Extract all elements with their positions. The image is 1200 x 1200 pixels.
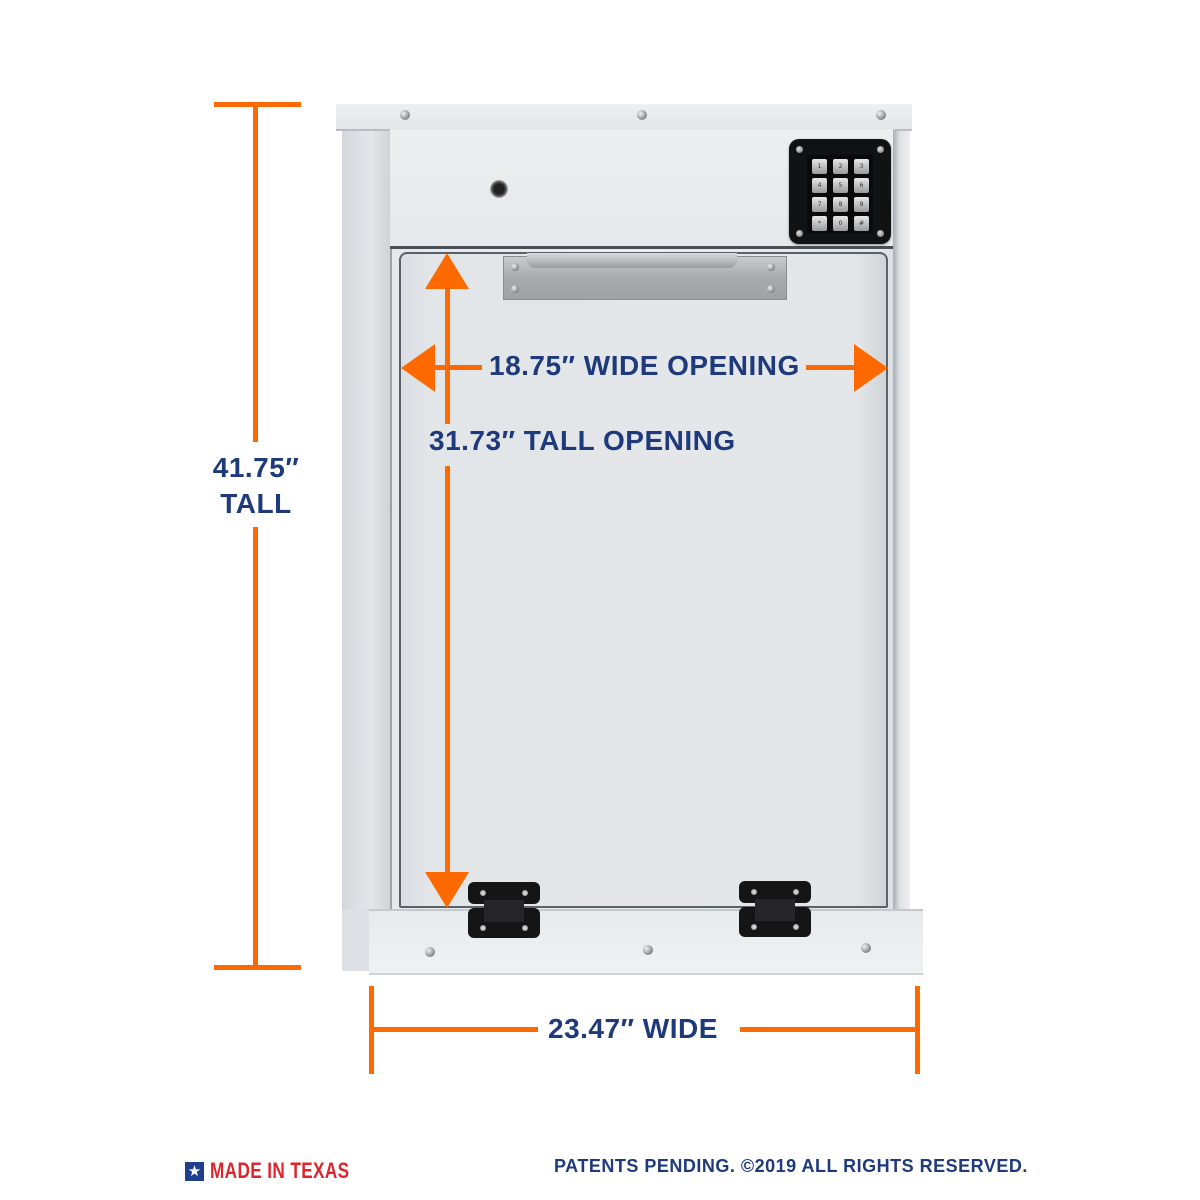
opening-height-line-top <box>445 286 450 424</box>
keypad-key: 2 <box>833 159 848 174</box>
screw-icon <box>861 943 871 953</box>
keypad-key: 0 <box>833 216 848 231</box>
legal-notice: PATENTS PENDING. ©2019 ALL RIGHTS RESERV… <box>554 1156 1028 1176</box>
screw-icon <box>796 146 803 153</box>
width-cap-left <box>369 986 374 1074</box>
keypad-key: # <box>854 216 869 231</box>
keypad-key: 6 <box>854 178 869 193</box>
width-line-right <box>740 1027 917 1032</box>
keypad-key: 4 <box>812 178 827 193</box>
screw-icon <box>400 110 410 120</box>
door-handle <box>527 253 737 268</box>
keypad-key: 5 <box>833 178 848 193</box>
key-lock-icon <box>490 180 508 198</box>
height-line-top <box>253 102 258 442</box>
origin-text: MADE IN TEXAS <box>210 1158 350 1183</box>
screw-icon <box>877 230 884 237</box>
screw-icon <box>643 945 653 955</box>
keypad-key: 3 <box>854 159 869 174</box>
keypad-key: 9 <box>854 197 869 212</box>
screw-icon <box>511 285 519 293</box>
door-hinge-left <box>468 882 540 940</box>
screw-icon <box>877 146 884 153</box>
screw-icon <box>796 230 803 237</box>
made-in-texas-badge: ★ MADE IN TEXAS <box>185 1158 389 1184</box>
opening-height-label: 31.73″ TALL OPENING <box>429 425 736 456</box>
arrow-up-icon <box>425 253 469 289</box>
opening-width-line-left <box>430 365 482 370</box>
arrow-right-icon <box>854 344 888 392</box>
screw-icon <box>876 110 886 120</box>
screw-icon <box>767 263 775 271</box>
arrow-down-icon <box>425 872 469 908</box>
overall-height-label: TALL <box>220 488 292 519</box>
door-hinge-right <box>739 881 811 939</box>
keypad-key: * <box>812 216 827 231</box>
overall-width-label: 23.47″ WIDE <box>548 1013 718 1044</box>
arrow-left-icon <box>401 344 435 392</box>
height-cap-bottom <box>214 965 301 970</box>
opening-width-line-right <box>806 365 856 370</box>
opening-height-line-bottom <box>445 466 450 874</box>
cabinet-base-left <box>342 909 372 971</box>
keypad-key: 8 <box>833 197 848 212</box>
screw-icon <box>425 947 435 957</box>
keypad-key: 7 <box>812 197 827 212</box>
screw-icon <box>767 285 775 293</box>
screw-icon <box>637 110 647 120</box>
opening-width-label: 18.75″ WIDE OPENING <box>489 350 800 381</box>
cabinet-lid <box>336 103 912 131</box>
keypad: 1 2 3 4 5 6 7 8 9 * 0 # <box>789 139 891 244</box>
height-line-bottom <box>253 527 258 969</box>
cabinet-right-post <box>893 129 910 909</box>
overall-height-value: 41.75″ <box>212 452 300 483</box>
keypad-key: 1 <box>812 159 827 174</box>
screw-icon <box>511 263 519 271</box>
width-cap-right <box>915 986 920 1074</box>
cabinet-base <box>369 909 923 973</box>
star-icon: ★ <box>185 1161 204 1181</box>
cabinet-left-post <box>342 129 392 909</box>
width-line-left <box>372 1027 538 1032</box>
cabinet-door <box>399 252 888 908</box>
